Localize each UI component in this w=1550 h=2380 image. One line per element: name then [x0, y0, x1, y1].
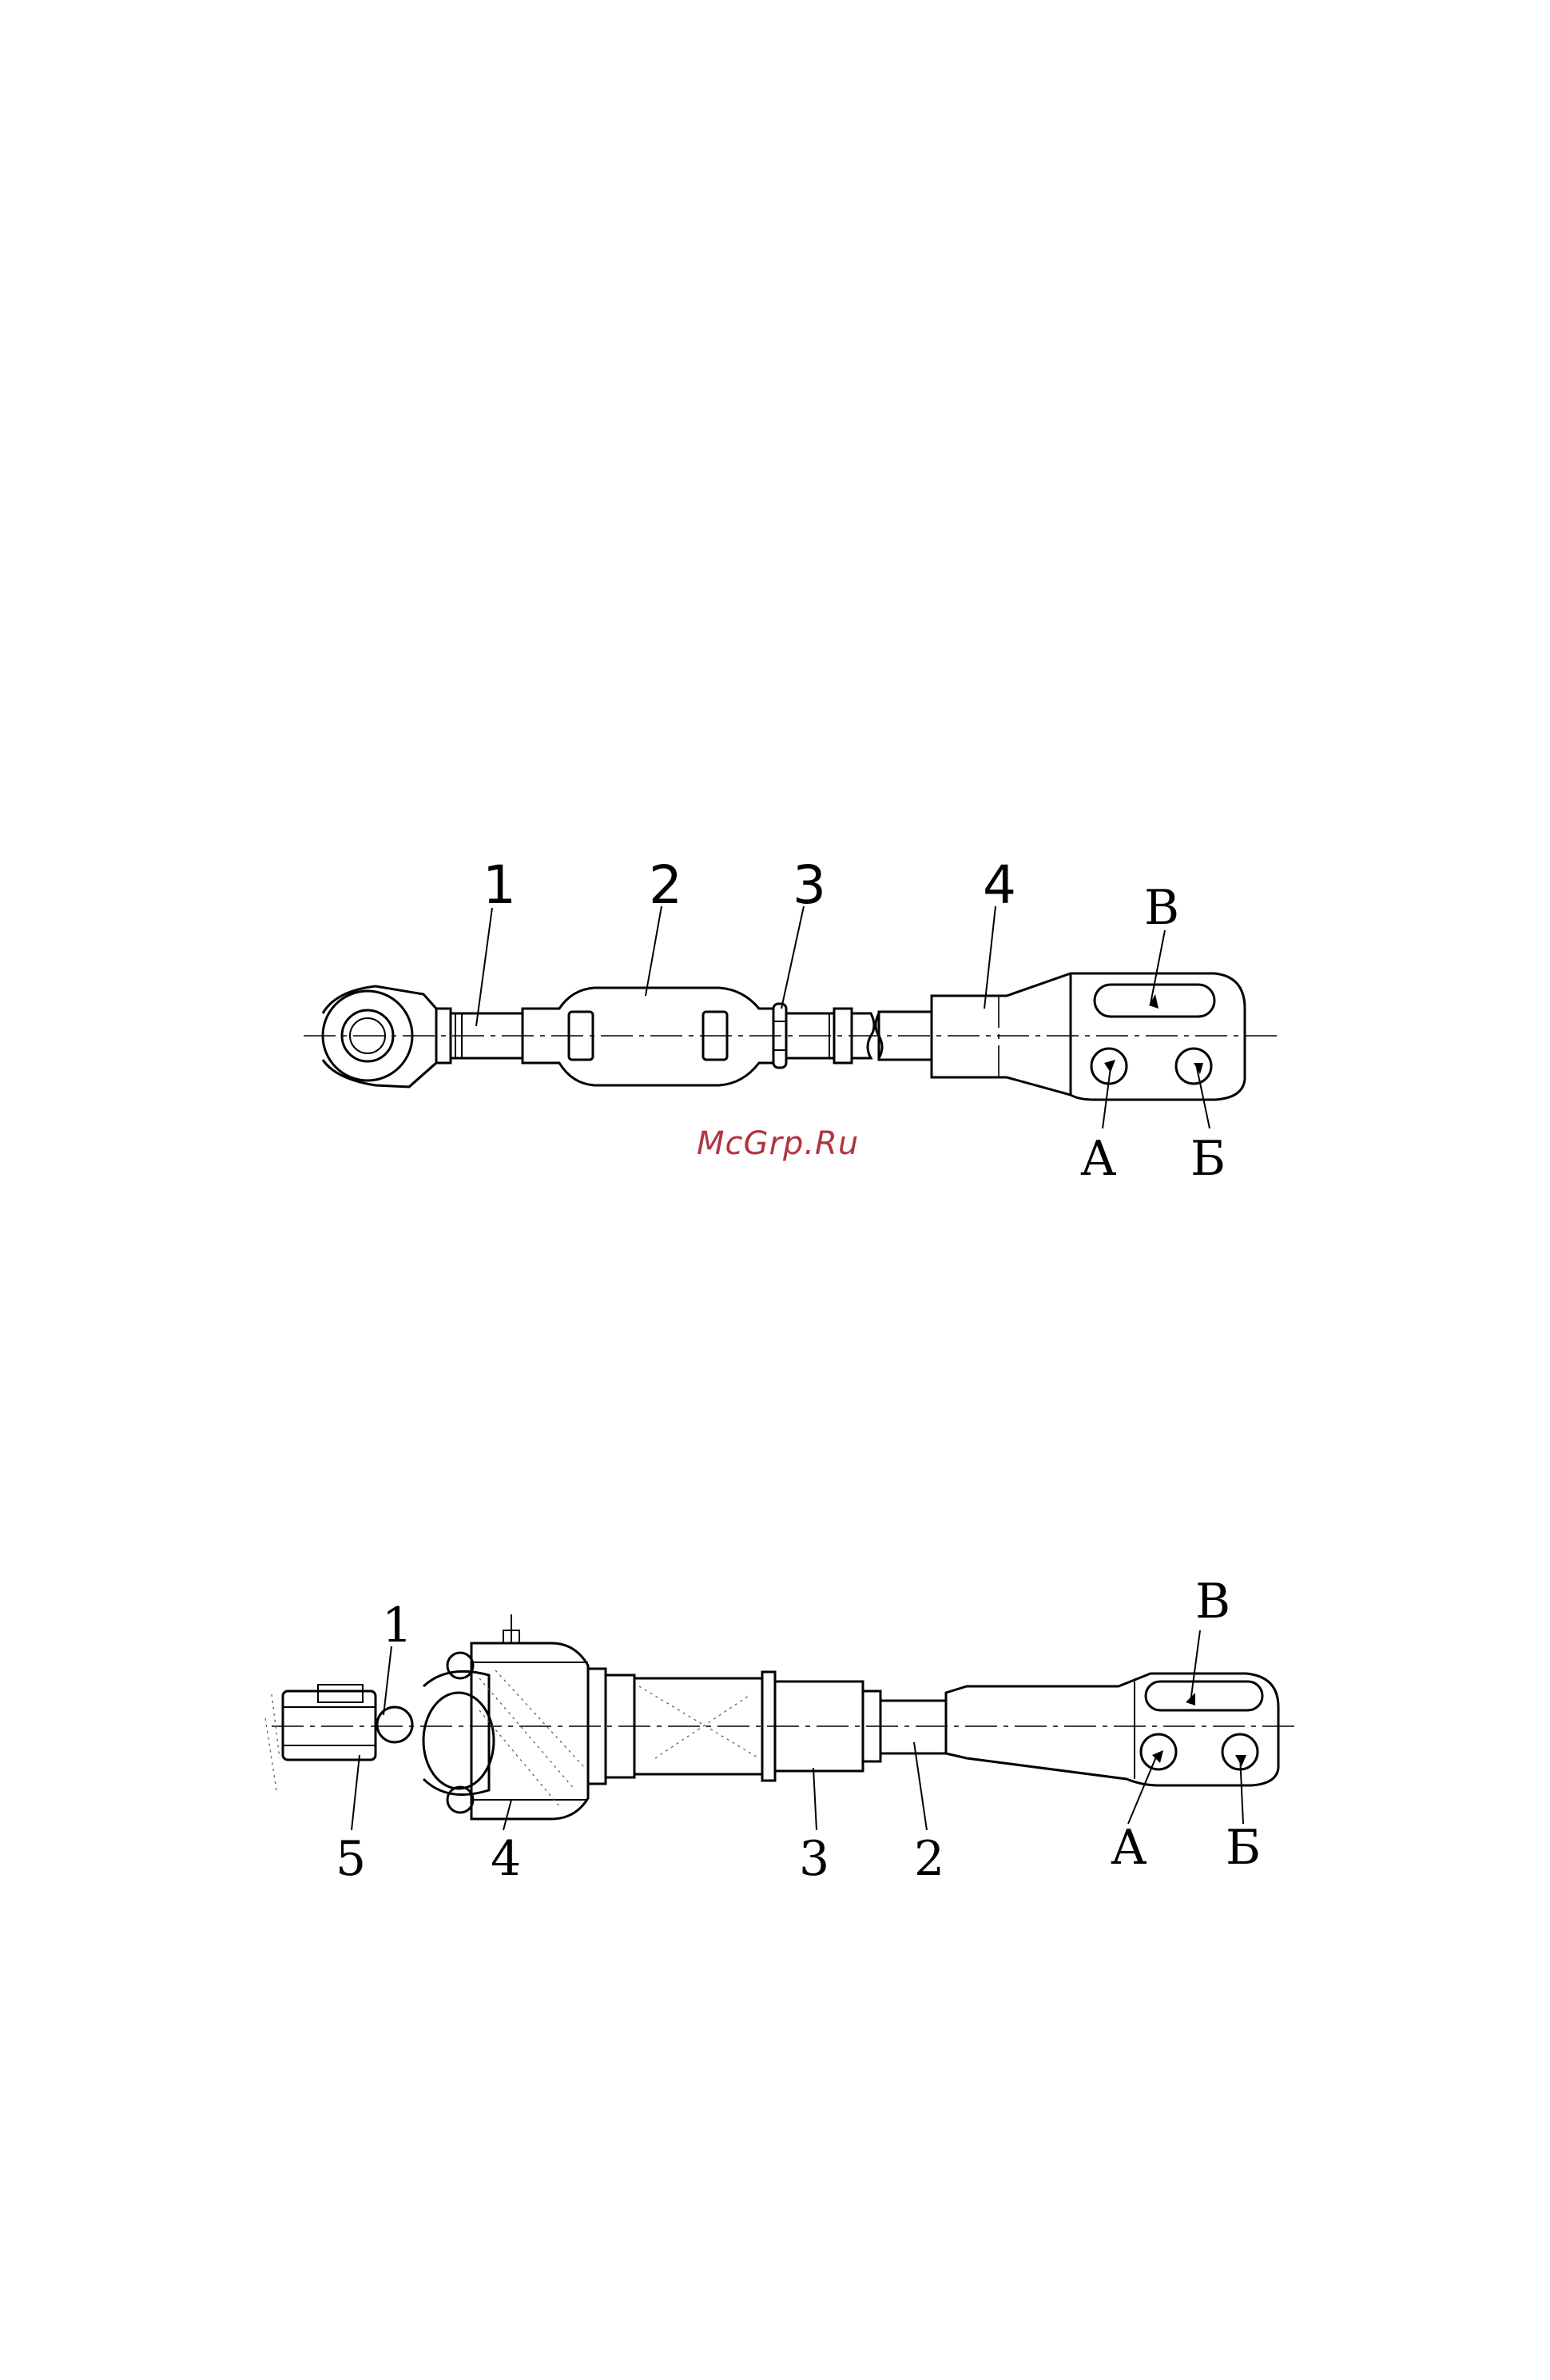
fig2-ball-socket — [423, 1653, 494, 1813]
figure1-upper-link: 1 2 3 4 В А Б — [304, 854, 1278, 1187]
fig1-label-4: 4 — [983, 854, 1016, 916]
fig2-piston-rod — [880, 1701, 946, 1753]
fig1-label-2: 2 — [649, 854, 682, 916]
fig1-letter-top: В — [1144, 880, 1179, 936]
fig2-hole-a — [1141, 1734, 1176, 1769]
fig2-clevis-fork — [265, 1685, 412, 1790]
fig2-letter-top: В — [1195, 1574, 1230, 1630]
fig2-end-plate — [946, 1674, 1278, 1785]
fig2-letter-right: Б — [1226, 1820, 1261, 1876]
fig1-label-1: 1 — [483, 854, 516, 916]
fig2-label-3: 3 — [799, 1831, 829, 1887]
fig2-label-4: 4 — [491, 1831, 521, 1887]
fig2-label-2: 2 — [914, 1831, 944, 1887]
figure2-hydraulic-link: 1 5 4 3 2 В А Б — [265, 1574, 1294, 1887]
fig1-leaders — [476, 906, 1210, 1128]
fig1-letter-right: Б — [1190, 1131, 1226, 1187]
fig1-hole-b — [1176, 1049, 1211, 1084]
fig1-end-plate — [932, 973, 1245, 1100]
fig1-ball-eye — [323, 986, 436, 1087]
fig2-slot-v — [1146, 1682, 1262, 1710]
fig1-letter-left: А — [1080, 1131, 1116, 1187]
fig2-label-1: 1 — [382, 1598, 412, 1654]
fig2-label-5: 5 — [336, 1831, 366, 1887]
fig1-label-3: 3 — [793, 854, 826, 916]
fig1-turnbuckle-body — [523, 988, 773, 1085]
fig2-letter-left: А — [1111, 1820, 1147, 1876]
